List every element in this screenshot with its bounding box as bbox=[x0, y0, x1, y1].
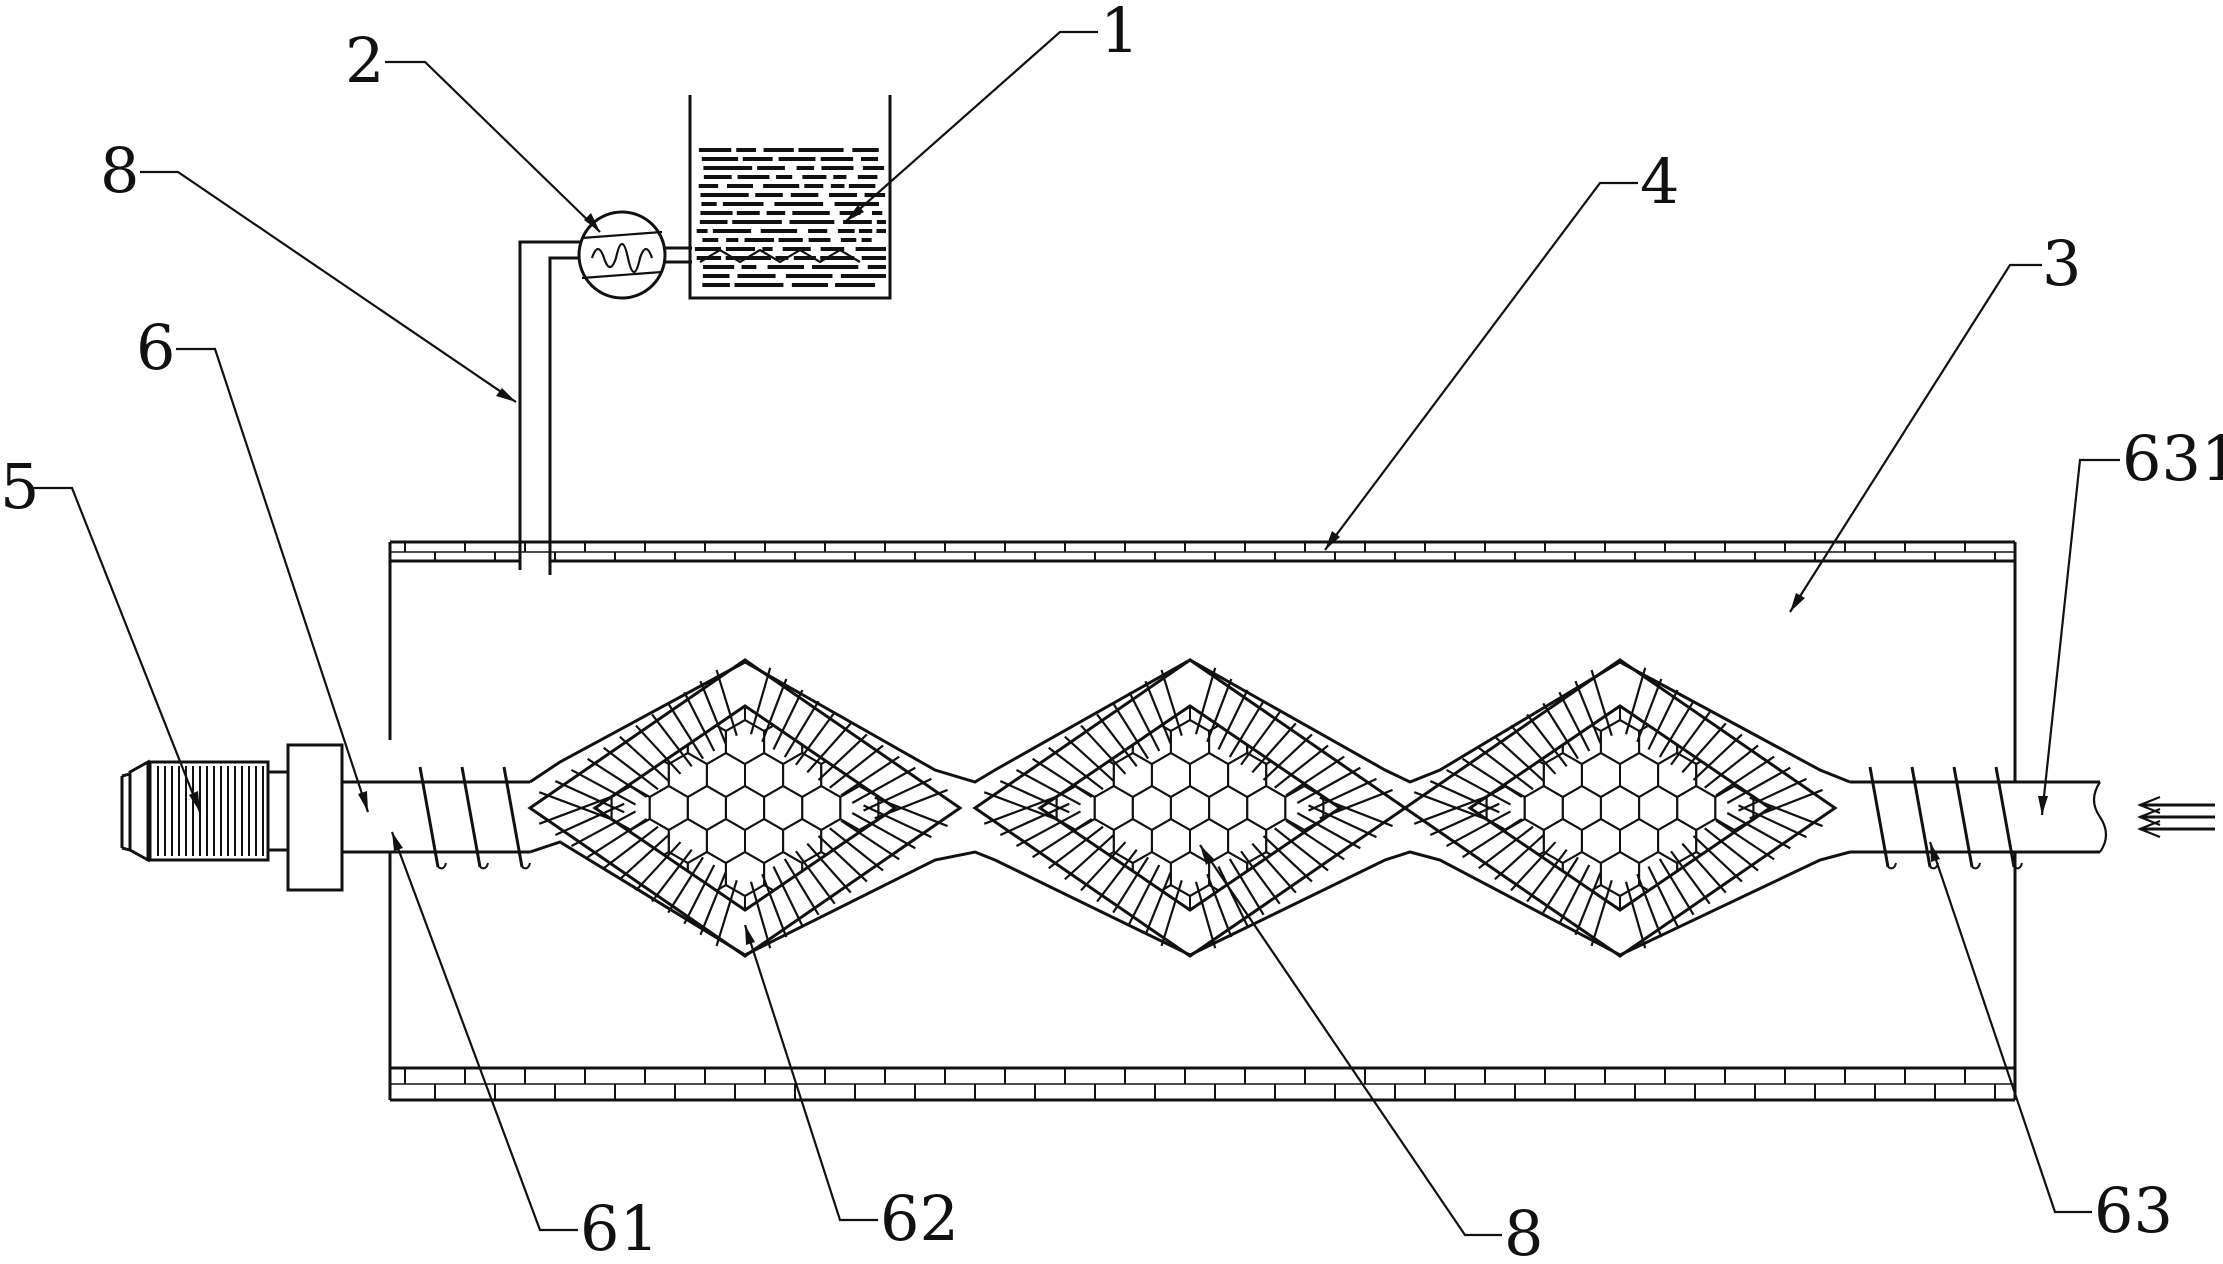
screw-blades bbox=[418, 766, 2023, 870]
label-6: 6 bbox=[136, 311, 175, 384]
cage-hatching bbox=[1413, 667, 1823, 949]
supply-pipe bbox=[518, 240, 580, 575]
label-63: 63 bbox=[2094, 1174, 2173, 1247]
hex-mesh bbox=[1470, 706, 1770, 910]
hex-mesh bbox=[595, 706, 895, 910]
label-2: 2 bbox=[345, 24, 384, 97]
top-wall-insulation bbox=[390, 542, 2015, 561]
motor-fins bbox=[157, 766, 264, 856]
inlet-arrows-icon bbox=[2137, 795, 2215, 839]
chamber bbox=[388, 540, 2017, 1102]
bottom-wall-insulation bbox=[390, 1068, 2015, 1100]
label-62: 62 bbox=[880, 1182, 959, 1255]
label-1: 1 bbox=[1100, 0, 1139, 67]
label-631: 631 bbox=[2122, 422, 2223, 495]
shaft bbox=[342, 658, 2108, 957]
pump bbox=[577, 210, 692, 300]
cage-hatching bbox=[538, 667, 948, 949]
mixing-cage-3 bbox=[1402, 658, 1838, 958]
label-61: 61 bbox=[580, 1192, 659, 1264]
pump-coil-icon bbox=[590, 242, 654, 274]
label-8-bottom: 8 bbox=[1504, 1197, 1543, 1264]
mixing-cages bbox=[527, 658, 1838, 958]
leader-lines bbox=[32, 30, 2120, 1237]
label-8-top: 8 bbox=[100, 134, 139, 207]
liquid-tank bbox=[688, 95, 892, 300]
label-5: 5 bbox=[0, 450, 39, 523]
motor bbox=[120, 743, 344, 892]
shaft-break-icon bbox=[2092, 781, 2108, 853]
hex-mesh bbox=[1040, 706, 1340, 910]
tank-sediment bbox=[699, 248, 861, 264]
mixing-cage-1 bbox=[527, 658, 963, 958]
mixing-cage-2 bbox=[972, 658, 1408, 958]
cage-hatching bbox=[983, 667, 1393, 949]
tank-liquid bbox=[694, 148, 886, 287]
label-4: 4 bbox=[1640, 145, 1679, 218]
label-3: 3 bbox=[2042, 227, 2081, 300]
